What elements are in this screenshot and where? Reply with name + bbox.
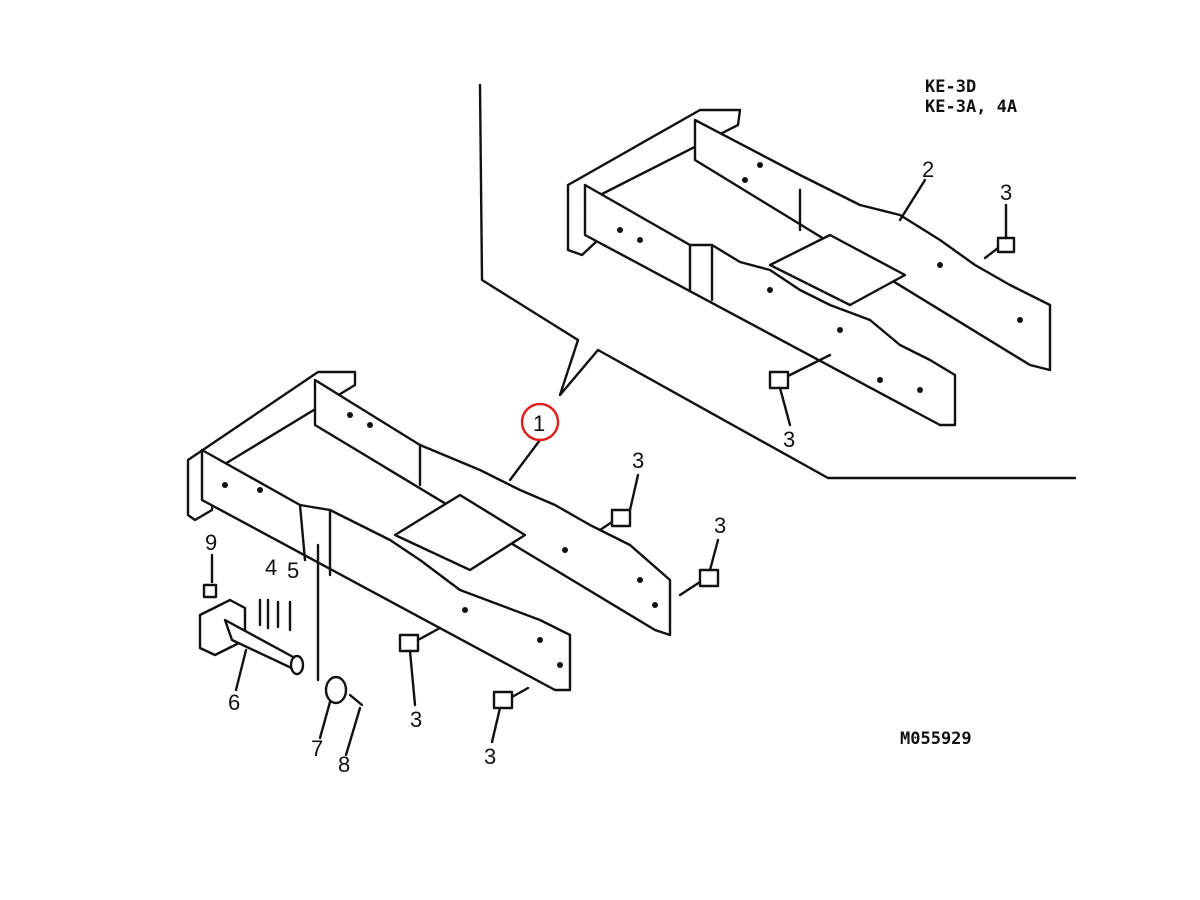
pin-assembly bbox=[198, 553, 364, 757]
upper-frame-part-2 bbox=[566, 108, 1052, 427]
callout-3[interactable]: 3 bbox=[1000, 180, 1012, 205]
model-label-ke-3d: KE-3D bbox=[925, 77, 976, 97]
callout-3[interactable]: 3 bbox=[632, 448, 644, 473]
inset-outline bbox=[478, 83, 1077, 480]
callout-4[interactable]: 4 bbox=[265, 555, 277, 580]
callout-8[interactable]: 8 bbox=[338, 752, 350, 777]
bolt-icon bbox=[678, 538, 720, 597]
bolt-icon bbox=[983, 203, 1016, 260]
callout-6[interactable]: 6 bbox=[228, 690, 240, 715]
callout-2[interactable]: 2 bbox=[922, 157, 934, 182]
drawing-number: M055929 bbox=[900, 729, 972, 749]
callout-1[interactable]: 1 bbox=[533, 411, 545, 436]
bolt-icon bbox=[768, 353, 832, 427]
bolt-icon bbox=[598, 473, 640, 532]
callout-3[interactable]: 3 bbox=[783, 427, 795, 452]
callout-3[interactable]: 3 bbox=[484, 744, 496, 769]
callout-7[interactable]: 7 bbox=[311, 736, 323, 761]
callout-3[interactable]: 3 bbox=[714, 513, 726, 538]
callout-3[interactable]: 3 bbox=[410, 707, 422, 732]
model-label-ke-3a-4a: KE-3A, 4A bbox=[925, 97, 1017, 117]
washer-icon bbox=[324, 675, 348, 705]
bolt-icon bbox=[490, 686, 530, 744]
highlight-circle bbox=[520, 402, 560, 442]
bolt-icon bbox=[398, 626, 442, 707]
callout-5[interactable]: 5 bbox=[287, 558, 299, 583]
callout-9[interactable]: 9 bbox=[205, 530, 217, 555]
lower-frame-part-1 bbox=[186, 370, 672, 692]
